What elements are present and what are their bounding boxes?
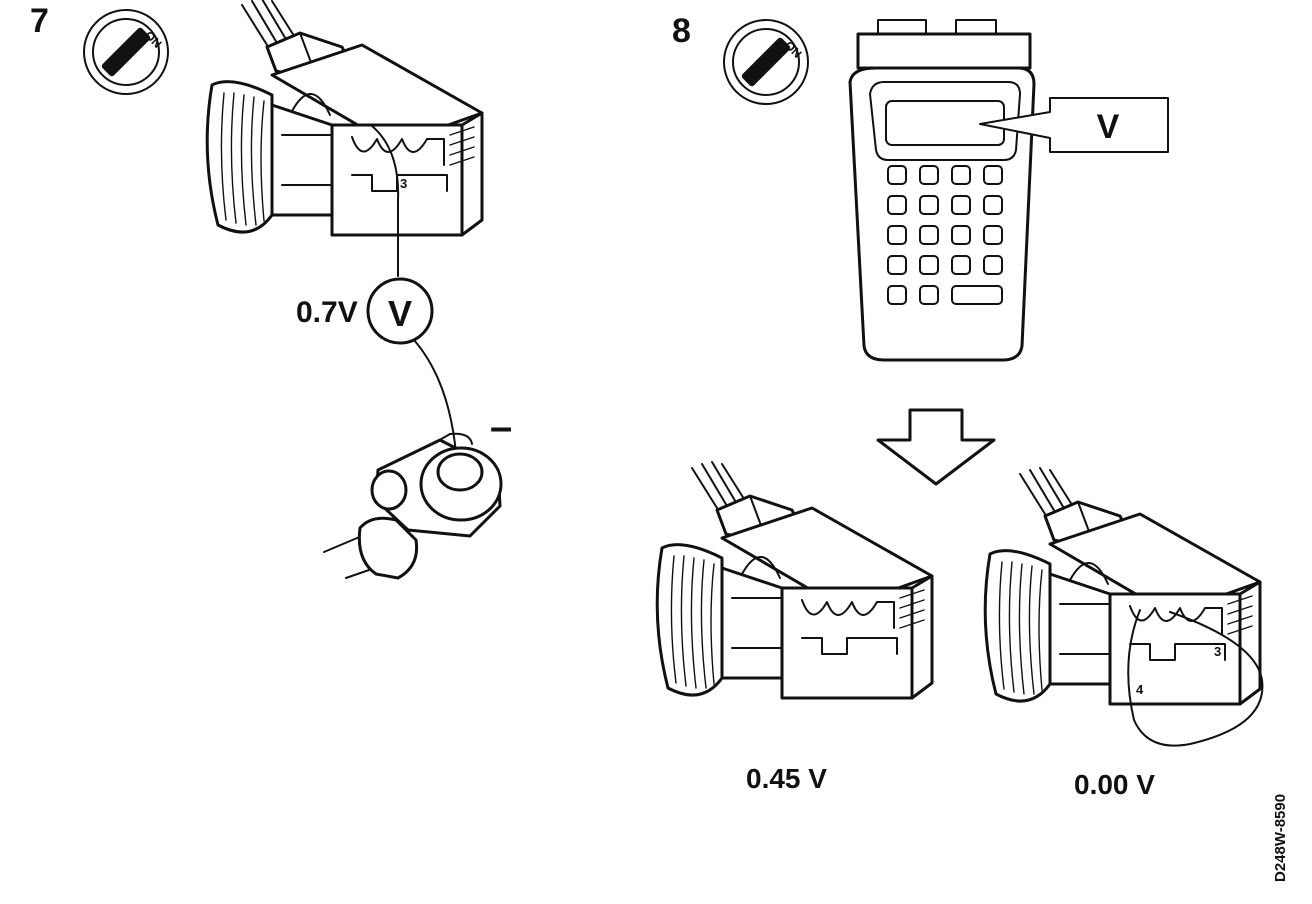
- step-7-number: 7: [30, 2, 49, 40]
- reading-right: 0.00 V: [1074, 769, 1155, 800]
- pin-4-label-8: 4: [1136, 682, 1144, 697]
- tester-keypad: [887, 165, 1003, 305]
- ignition-switch-icon: ON: [83, 9, 169, 95]
- keypad-key: [983, 225, 1003, 245]
- keypad-key: [951, 225, 971, 245]
- connector-icon: [205, 0, 484, 237]
- keypad-key: [919, 225, 939, 245]
- keypad-key: [887, 285, 907, 305]
- jumper-wire: [1127, 609, 1264, 747]
- keypad-key: [983, 255, 1003, 275]
- keypad-key: [951, 255, 971, 275]
- figure-code: D248W-8590: [1272, 794, 1289, 882]
- sensor-icon: [323, 432, 503, 580]
- voltage-reading-7: 0.7V: [296, 296, 358, 329]
- voltmeter-symbol: V: [388, 293, 412, 334]
- keypad-key: [887, 255, 907, 275]
- keypad-key: [919, 255, 939, 275]
- keypad-key: [887, 165, 907, 185]
- diagnostic-tester-icon: [848, 19, 1036, 362]
- down-arrow-icon: [876, 408, 996, 486]
- pin-3-label: 3: [400, 176, 407, 191]
- voltmeter-icon: [366, 277, 434, 345]
- keypad-key: [951, 195, 971, 215]
- pin-3-label-8: 3: [1214, 644, 1221, 659]
- keypad-key: [919, 285, 939, 305]
- keypad-key: [887, 225, 907, 245]
- ground-symbol: –: [490, 405, 512, 449]
- keypad-key: [919, 165, 939, 185]
- keypad-key: [951, 165, 971, 185]
- step-8-number: 8: [672, 12, 691, 50]
- connector-icon-left: [655, 460, 934, 700]
- ignition-switch-icon-8: ON: [723, 19, 809, 105]
- connector-icon-right: [983, 466, 1262, 706]
- reading-left: 0.45 V: [746, 763, 827, 794]
- keypad-key: [951, 285, 1003, 305]
- keypad-key: [919, 195, 939, 215]
- keypad-key: [983, 195, 1003, 215]
- keypad-key: [983, 165, 1003, 185]
- display-callout-symbol: V: [1097, 108, 1120, 146]
- display-callout: [979, 97, 1169, 153]
- keypad-key: [887, 195, 907, 215]
- probe-lead-top: [371, 125, 400, 277]
